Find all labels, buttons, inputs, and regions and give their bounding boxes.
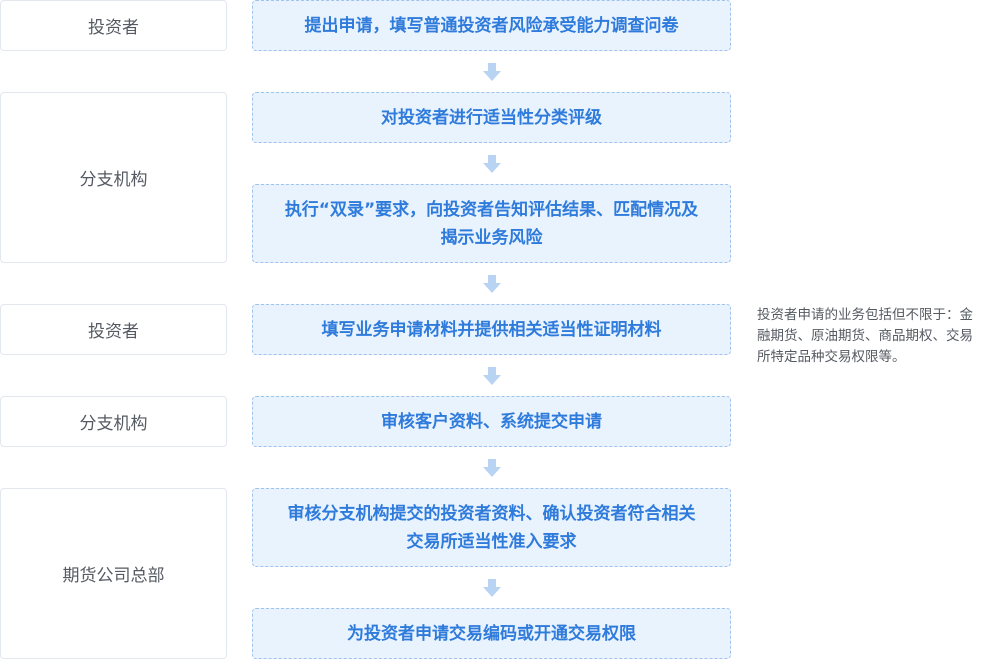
step-label: 提出申请，填写普通投资者风险承受能力调查问卷 [304,15,679,36]
step-label: 执行“双录”要求，向投资者告知评估结果、匹配情况及揭示业务风险 [284,199,699,248]
role-branch-2: 分支机构 [0,396,227,447]
role-investor-1: 投资者 [0,0,227,51]
role-headquarters: 期货公司总部 [0,488,227,659]
arrow-down-icon [483,459,501,477]
step-fill-materials: 填写业务申请材料并提供相关适当性证明材料 [252,304,731,355]
arrow-down-icon [483,155,501,173]
role-label: 投资者 [88,322,139,342]
step-review-client-data: 审核客户资料、系统提交申请 [252,396,731,447]
step-label: 审核分支机构提交的投资者资料、确认投资者符合相关交易所适当性准入要求 [287,503,696,552]
step-label: 填写业务申请材料并提供相关适当性证明材料 [321,319,662,340]
role-label: 分支机构 [79,414,148,434]
step-hq-review: 审核分支机构提交的投资者资料、确认投资者符合相关交易所适当性准入要求 [252,488,731,567]
step-label: 为投资者申请交易编码或开通交易权限 [347,623,636,644]
step-dual-recording: 执行“双录”要求，向投资者告知评估结果、匹配情况及揭示业务风险 [252,184,731,263]
step-label: 对投资者进行适当性分类评级 [381,107,602,128]
arrow-down-icon [483,367,501,385]
arrow-down-icon [483,579,501,597]
business-scope-note: 投资者申请的业务包括但不限于：金融期货、原油期货、商品期权、交易所特定品种交易权… [757,307,973,365]
role-label: 投资者 [88,18,139,38]
role-branch-1: 分支机构 [0,92,227,263]
role-investor-2: 投资者 [0,304,227,355]
arrow-down-icon [483,63,501,81]
role-label: 分支机构 [79,170,148,190]
step-apply-trading-code: 为投资者申请交易编码或开通交易权限 [252,608,731,659]
role-label: 期货公司总部 [62,566,165,586]
step-submit-application: 提出申请，填写普通投资者风险承受能力调查问卷 [252,0,731,51]
arrow-down-icon [483,275,501,293]
step-label: 审核客户资料、系统提交申请 [381,411,602,432]
step-classify-investor: 对投资者进行适当性分类评级 [252,92,731,143]
